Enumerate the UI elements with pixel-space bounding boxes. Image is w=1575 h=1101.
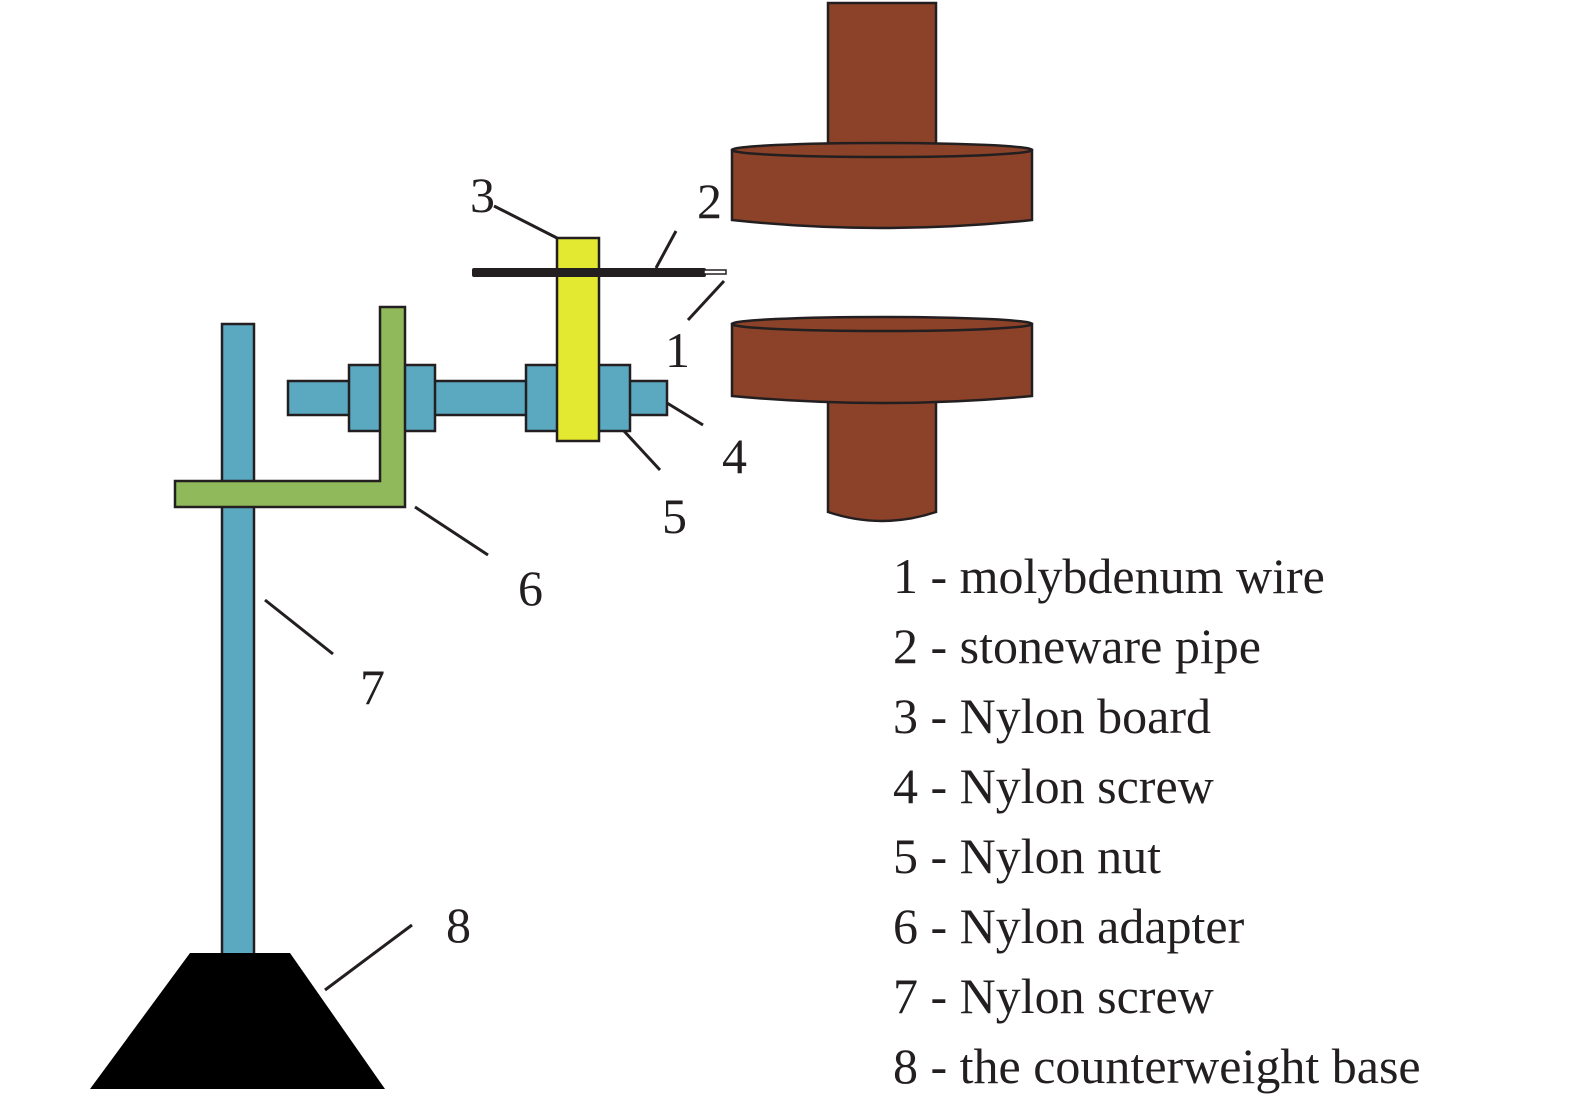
upper-electrode xyxy=(730,1,1034,230)
stoneware-pipe xyxy=(472,268,706,277)
legend-item: 5 - Nylon nut xyxy=(893,828,1162,884)
leader-line-2 xyxy=(654,230,678,269)
upper-electrode-disc-top xyxy=(730,141,1034,159)
leader-line-8 xyxy=(324,923,413,992)
callout-4: 4 xyxy=(722,428,747,484)
callout-6: 6 xyxy=(518,560,543,616)
callout-2: 2 xyxy=(697,173,722,229)
leader-line-3 xyxy=(493,204,558,240)
legend-item: 3 - Nylon board xyxy=(893,688,1211,744)
molybdenum-wire xyxy=(703,269,727,275)
callout-7: 7 xyxy=(360,659,385,715)
legend-item: 6 - Nylon adapter xyxy=(893,898,1245,954)
upper-electrode-disc xyxy=(730,148,1034,230)
lower-electrode-stem-outline xyxy=(826,398,938,523)
lower-electrode-disc xyxy=(730,322,1034,405)
callout-1: 1 xyxy=(665,322,690,378)
callout-3: 3 xyxy=(470,167,495,223)
legend-item: 4 - Nylon screw xyxy=(893,758,1214,814)
vertical-nylon-screw xyxy=(220,322,256,958)
counterweight-base xyxy=(90,953,385,1089)
leader-line-6 xyxy=(414,505,489,557)
upper-electrode-stem xyxy=(826,1,938,155)
leader-line-4 xyxy=(666,401,704,427)
legend: 1 - molybdenum wire 2 - stoneware pipe 3… xyxy=(893,541,1421,1101)
leader-line-1 xyxy=(686,279,726,322)
legend-item: 2 - stoneware pipe xyxy=(893,618,1261,674)
leader-line-7 xyxy=(264,598,334,656)
lower-electrode xyxy=(730,315,1034,523)
legend-item: 8 - the counterweight base xyxy=(893,1038,1421,1094)
callout-8: 8 xyxy=(446,897,471,953)
lower-electrode-disc-top xyxy=(730,315,1034,333)
legend-item: 7 - Nylon screw xyxy=(893,968,1214,1024)
leader-line-5 xyxy=(622,429,662,472)
legend-item: 1 - molybdenum wire xyxy=(893,548,1325,604)
callout-5: 5 xyxy=(662,488,687,544)
nylon-adapter xyxy=(173,305,407,509)
